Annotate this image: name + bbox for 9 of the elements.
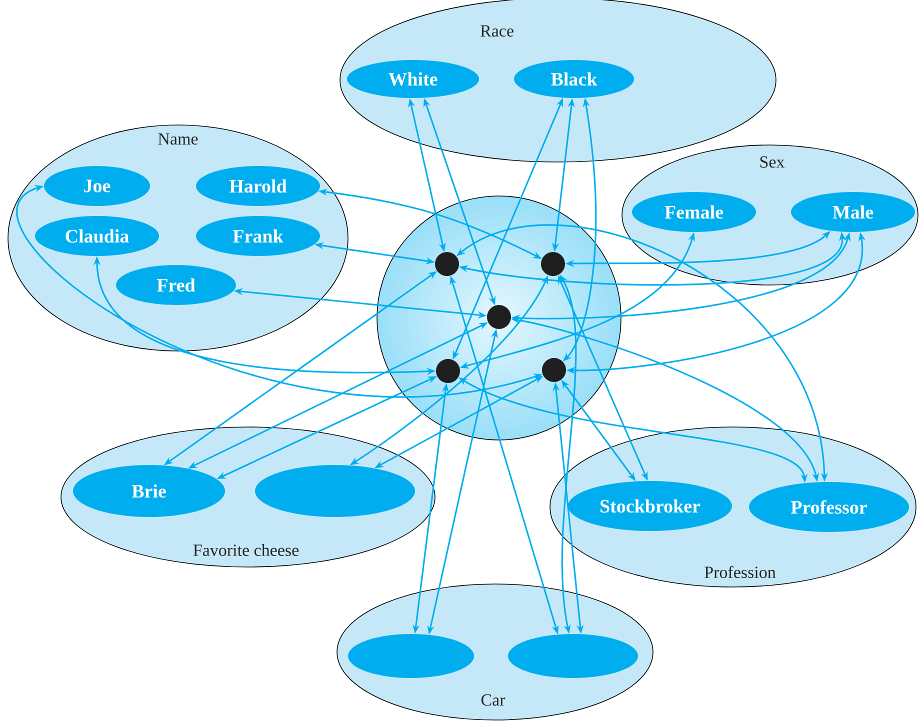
unit-dot	[487, 305, 511, 329]
hidden-layer-circle	[376, 196, 622, 440]
value-ellipse	[508, 634, 638, 678]
unit-dot	[541, 252, 565, 276]
unit-dot	[542, 358, 566, 382]
unit-dot	[436, 359, 460, 383]
value-ellipse	[255, 465, 415, 517]
value-ellipse	[348, 634, 474, 678]
unit-dot	[435, 252, 459, 276]
